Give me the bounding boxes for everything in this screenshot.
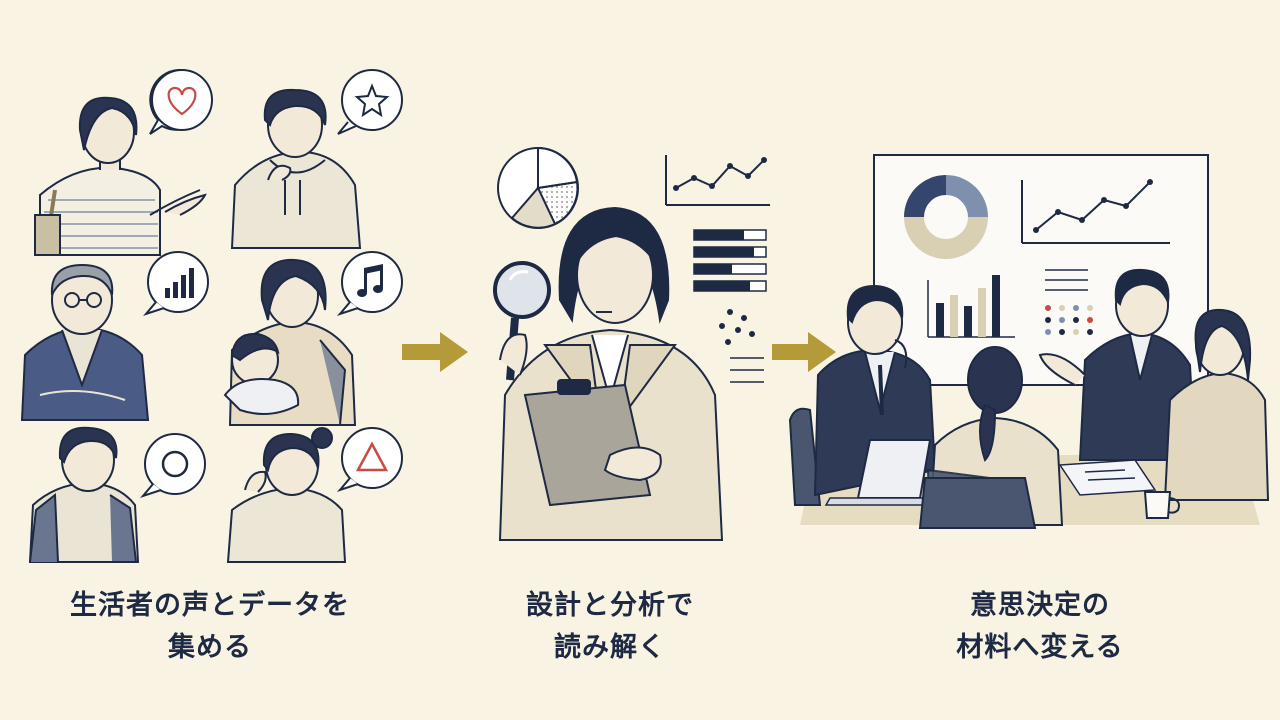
step-1-caption: 生活者の声とデータを 集める [20,585,400,669]
bar-chart-icon [165,268,194,298]
bar-chart-icon [927,275,1015,338]
speech-bubble-circle [139,433,206,499]
panel-collect [20,69,403,563]
triangle-icon [355,441,389,472]
pie-chart-icon [497,146,579,229]
speech-bubble-heart [149,69,213,135]
dot-grid-icon [1045,305,1093,335]
dot-pattern-icon [719,309,755,345]
documents-icon [1058,459,1157,496]
panel-decide [788,154,1270,529]
step-3-line-1: 意思決定の [970,590,1110,621]
step-1-line-1: 生活者の声とデータを [70,590,350,621]
speech-bubble-triangle [336,427,403,493]
step-2-caption: 設計と分析で 読み解く [430,585,790,669]
person-woman-striped [34,96,207,256]
donut-chart-icon [904,175,988,259]
step-3-caption: 意思決定の 材料へ変える [830,585,1250,669]
person-older-man [20,263,150,421]
line-chart-icon [1021,179,1170,244]
line-chart-icon [665,155,770,206]
music-note-icon [357,264,383,297]
star-icon [354,83,390,118]
list-lines-icon [1045,269,1088,291]
bar-rows-icon [693,229,767,292]
arrow-right-icon [402,332,468,372]
person-analyst [493,206,724,541]
office-chair-icon [918,477,1037,529]
panel-analyze [493,146,770,541]
heart-icon [167,86,197,116]
person-woman-bun [226,427,347,563]
speech-bubble-star [337,69,403,135]
list-lines-icon [730,357,764,383]
person-man-suit-right [1038,268,1197,461]
step-2-line-2: 読み解く [554,632,666,663]
step-2-line-1: 設計と分析で [526,590,694,621]
person-man-hoodie [230,88,362,249]
step-1-line-2: 集める [168,632,252,663]
speech-bubble-music [336,251,403,317]
step-3-line-2: 材料へ変える [956,632,1124,663]
person-young-man [28,426,140,563]
magnifier-icon [493,261,551,381]
speech-bubble-bars [142,251,209,317]
arrow-right-icon [772,332,836,372]
coffee-cup-icon [1143,491,1180,519]
circle-icon [161,450,189,478]
person-woman-right [1163,308,1270,501]
person-mother-baby [223,258,357,426]
